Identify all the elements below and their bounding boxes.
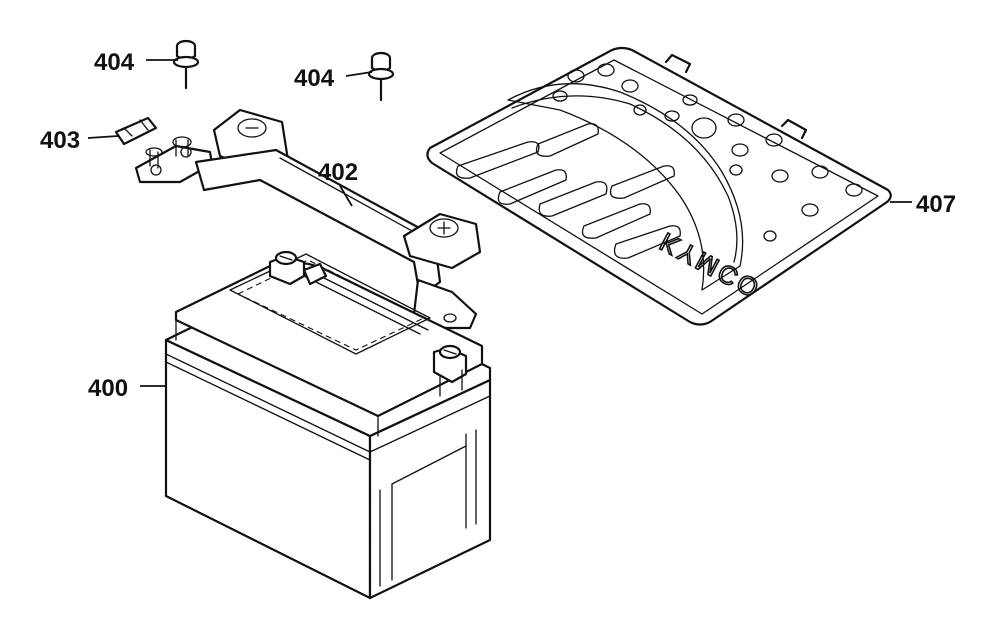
battery-terminal-right	[432, 344, 468, 397]
label-400: 400	[88, 375, 128, 402]
label-402: 402	[318, 159, 358, 186]
battery-cover: KYMCO	[426, 46, 892, 326]
battery	[164, 250, 492, 600]
leader-lines	[87, 59, 912, 387]
label-403: 403	[40, 127, 80, 154]
label-404-left: 404	[94, 49, 135, 76]
fuse	[114, 116, 158, 146]
small-bolts	[145, 136, 192, 169]
battery-terminal-left	[268, 250, 328, 286]
bolt-left	[172, 39, 200, 90]
bolt-right	[367, 51, 395, 102]
label-407: 407	[916, 191, 956, 218]
label-404-right: 404	[294, 65, 335, 92]
